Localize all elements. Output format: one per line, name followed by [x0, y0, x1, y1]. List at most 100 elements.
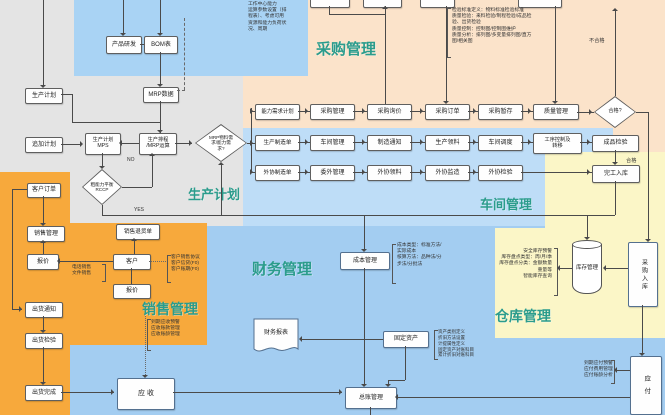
arrowhead	[40, 85, 46, 88]
connector	[521, 142, 533, 143]
connector	[615, 150, 616, 162]
connector	[298, 142, 310, 143]
connector	[617, 370, 630, 371]
connector	[43, 347, 44, 382]
arrowhead	[40, 330, 46, 333]
arrowhead	[305, 139, 308, 145]
connector	[43, 196, 44, 223]
node-outsource-inspect: 外协检验	[478, 165, 523, 181]
node-payable: 应 付	[630, 356, 662, 415]
node-sales-mgmt: 销售管理	[27, 226, 65, 242]
arrowhead	[584, 237, 590, 240]
finance-region-title: 财务管理	[252, 261, 313, 278]
sales-region-title: 销售管理	[142, 301, 198, 317]
receivable-note-bracket	[147, 319, 151, 351]
connector	[385, 6, 386, 104]
arrowhead	[587, 169, 590, 175]
arrowhead	[612, 162, 618, 165]
connector	[12, 189, 27, 190]
arrowhead	[361, 249, 367, 252]
connector	[61, 392, 114, 393]
node-outsource-supervise: 外协监造	[425, 165, 470, 181]
arrowhead	[362, 169, 365, 175]
connector	[560, 268, 572, 269]
top-cropped-box-3	[420, 0, 455, 8]
arrowhead	[639, 353, 645, 356]
arrowhead	[420, 139, 423, 145]
arrowhead	[612, 8, 618, 11]
connector	[160, 101, 161, 133]
arrowhead	[473, 139, 476, 145]
connector	[160, 52, 161, 84]
connector	[175, 143, 192, 144]
arrowhead	[361, 384, 367, 387]
connector	[370, 407, 371, 415]
phone-sales-note: 电话销售 文件销售	[72, 265, 92, 277]
decision-mrp-req-label: MRP物料需 求/能力需 求?	[209, 135, 233, 151]
connector	[388, 380, 405, 381]
warehouse-region-title: 仓库管理	[495, 308, 551, 324]
connector	[43, 316, 44, 330]
decision-mrp-req: MRP物料需 求/能力需 求?	[195, 124, 247, 162]
arrowhead	[395, 394, 398, 400]
arrowhead	[120, 33, 126, 36]
node-ship-done: 出货完成	[25, 385, 63, 401]
connector	[329, 14, 385, 15]
arrowhead	[19, 306, 22, 312]
node-inventory-label: 库存管理	[575, 265, 598, 271]
arrowhead	[614, 367, 617, 373]
qc-note-bracket	[447, 8, 451, 58]
connector	[43, 243, 44, 254]
arrowhead	[99, 166, 105, 169]
node-mrp-data: MRP数据	[143, 87, 179, 103]
node-purchase-inquiry: 采购询价	[367, 104, 412, 120]
arrowhead	[40, 382, 46, 385]
arrowhead	[552, 101, 558, 104]
connector	[353, 142, 367, 143]
node-purchase-inbound: 采购入库	[628, 242, 658, 307]
node-purchase-temp: 采购暂存	[478, 104, 523, 120]
label-pass: 合格	[626, 158, 637, 164]
customer-info-note: 客户销售协议 客户信贷(F0) 客户账期(F0)	[171, 255, 200, 273]
connector	[648, 112, 649, 239]
node-purchase-order: 采购订单	[425, 104, 470, 120]
top-cropped-box-1	[310, 0, 350, 8]
node-bom: BOM表	[144, 36, 178, 54]
arrowhead	[149, 153, 155, 156]
connector	[61, 144, 82, 145]
arrowhead	[189, 140, 192, 146]
workshop-region-title: 车间管理	[480, 197, 533, 212]
node-workshop-dispatch: 车间调度	[478, 135, 523, 151]
connector	[353, 111, 367, 112]
asset-info-note: 资产类别定义 折旧方法设置 计提属性定义 固定资产对账科目 累计折旧对账科目	[438, 329, 474, 358]
arrowhead	[305, 108, 308, 114]
node-prod-order: 生产制造单	[255, 135, 300, 151]
connector	[580, 142, 592, 143]
customer-note-bracket	[167, 255, 171, 283]
node-fin-report-doc: 财务报表	[253, 318, 299, 358]
node-outsource-order: 外协制造单	[255, 165, 300, 181]
purchase-region-bg	[308, 0, 665, 76]
node-fixed-asset: 固定资产	[383, 331, 429, 348]
node-purchase-mgmt: 采购管理	[310, 104, 355, 120]
arrowhead	[362, 139, 365, 145]
arrowhead	[40, 240, 46, 243]
connector	[173, 392, 342, 393]
purchase-region-title: 采购管理	[316, 41, 377, 58]
arrowhead	[40, 223, 46, 226]
arrowhead	[603, 265, 606, 271]
node-mps: 生产计划 MPS	[85, 133, 121, 155]
connector	[102, 205, 103, 215]
connector	[122, 143, 139, 144]
production-region-title: 生产计划	[188, 187, 241, 202]
node-product-dev: 产品研发	[106, 36, 142, 54]
connector-dotted	[149, 261, 166, 262]
node-fg-inbound: 完工入库	[592, 165, 640, 183]
node-quote-2: 报价	[113, 284, 151, 299]
connector	[251, 172, 255, 173]
connector	[72, 122, 160, 123]
arrowhead	[587, 139, 590, 145]
connector	[251, 111, 255, 112]
connector	[410, 111, 425, 112]
